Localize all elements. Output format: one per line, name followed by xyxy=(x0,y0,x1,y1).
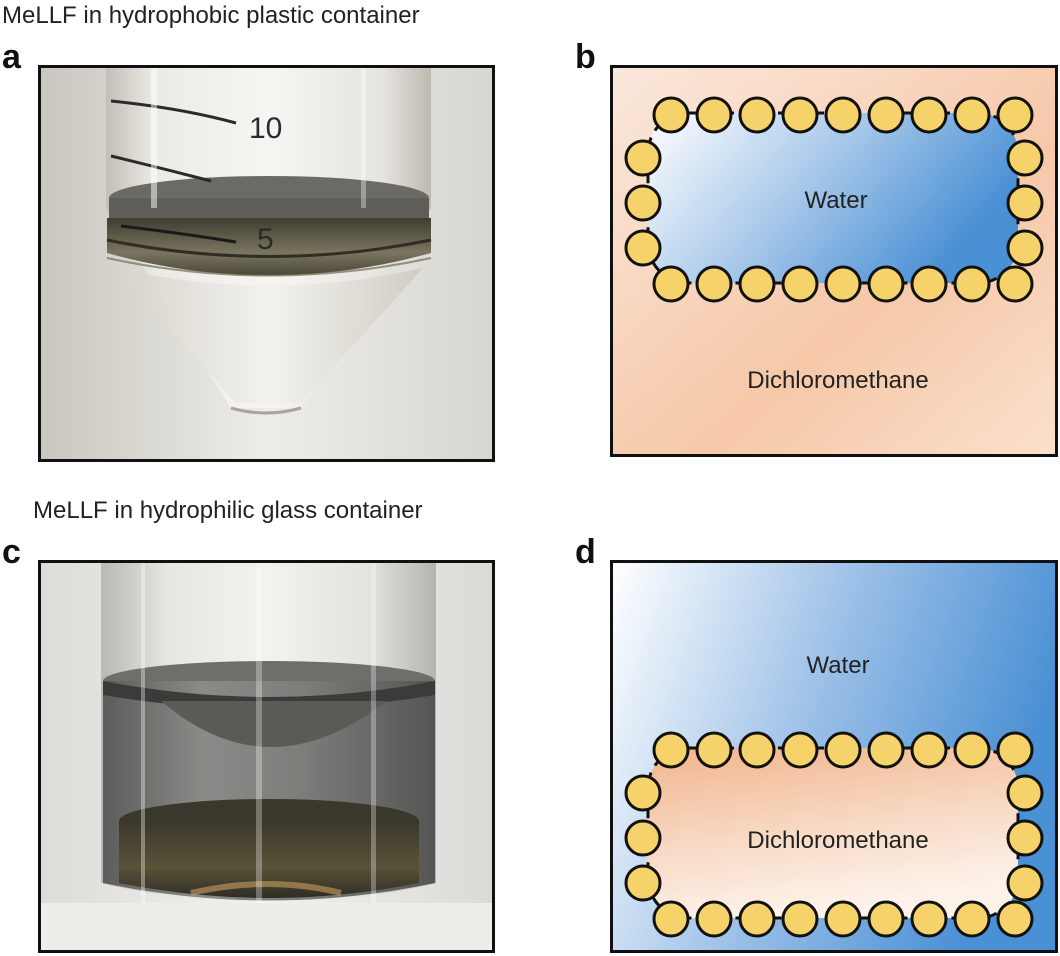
particle-circle xyxy=(867,731,905,769)
particle-circle xyxy=(781,96,819,134)
label-dcm-outer: Dichloromethane xyxy=(747,367,928,394)
panel-label-b: b xyxy=(575,38,596,76)
particle-circle xyxy=(781,265,819,303)
caption-bottom: MeLLF in hydrophilic glass container xyxy=(33,497,423,524)
particle-layer xyxy=(624,96,1044,303)
panel-d-diagram: Water Dichloromethane xyxy=(610,560,1058,953)
label-water-inner: Water xyxy=(804,187,867,214)
particle-circle xyxy=(738,96,776,134)
panel-label-c: c xyxy=(2,533,21,571)
particle-circle xyxy=(695,731,733,769)
panel-label-a: a xyxy=(2,38,21,76)
panel-a-photo: 10 5 xyxy=(38,65,495,462)
label-dcm-inner: Dichloromethane xyxy=(747,827,928,854)
particle-circle xyxy=(738,900,776,938)
particle-circle xyxy=(910,96,948,134)
particle-circle xyxy=(867,265,905,303)
particle-circle xyxy=(652,900,690,938)
panel-label-d: d xyxy=(575,533,596,571)
particle-circle xyxy=(996,265,1034,303)
particle-circle xyxy=(781,900,819,938)
particle-circle xyxy=(624,774,662,812)
particle-circle xyxy=(738,265,776,303)
particle-circle xyxy=(624,819,662,857)
particle-circle xyxy=(695,96,733,134)
water-in-dcm-diagram: Water Dichloromethane xyxy=(613,68,1055,454)
particle-circle xyxy=(738,731,776,769)
particle-circle xyxy=(824,96,862,134)
particle-circle xyxy=(652,265,690,303)
particle-circle xyxy=(824,731,862,769)
particle-circle xyxy=(867,96,905,134)
scale-label-10: 10 xyxy=(249,112,282,145)
particle-circle xyxy=(824,265,862,303)
scale-label-5: 5 xyxy=(257,223,274,256)
particle-circle xyxy=(624,139,662,177)
dcm-in-water-diagram: Water Dichloromethane xyxy=(613,563,1055,950)
particle-circle xyxy=(824,900,862,938)
particle-circle xyxy=(624,229,662,267)
particle-circle xyxy=(695,265,733,303)
particle-circle xyxy=(1006,864,1044,902)
particle-circle xyxy=(996,96,1034,134)
panel-b-diagram: Water Dichloromethane xyxy=(610,65,1058,457)
label-water-outer: Water xyxy=(806,652,869,679)
particle-circle xyxy=(1006,139,1044,177)
particle-circle xyxy=(953,265,991,303)
particle-circle xyxy=(781,731,819,769)
particle-circle xyxy=(1006,229,1044,267)
particle-circle xyxy=(910,900,948,938)
particle-circle xyxy=(652,731,690,769)
particle-circle xyxy=(695,900,733,938)
particle-circle xyxy=(1006,819,1044,857)
particle-circle xyxy=(624,184,662,222)
plastic-tube-illustration: 10 5 xyxy=(41,68,492,459)
particle-circle xyxy=(1006,774,1044,812)
particle-circle xyxy=(652,96,690,134)
particle-circle xyxy=(867,900,905,938)
particle-circle xyxy=(910,265,948,303)
caption-top: MeLLF in hydrophobic plastic container xyxy=(2,2,420,29)
particle-circle xyxy=(953,96,991,134)
glass-tube-illustration xyxy=(41,563,492,950)
particle-circle xyxy=(624,864,662,902)
particle-circle xyxy=(910,731,948,769)
particle-circle xyxy=(953,900,991,938)
particle-circle xyxy=(996,731,1034,769)
particle-circle xyxy=(1006,184,1044,222)
particle-circle xyxy=(996,900,1034,938)
panel-c-photo xyxy=(38,560,495,953)
particle-layer xyxy=(624,731,1044,938)
particle-circle xyxy=(953,731,991,769)
